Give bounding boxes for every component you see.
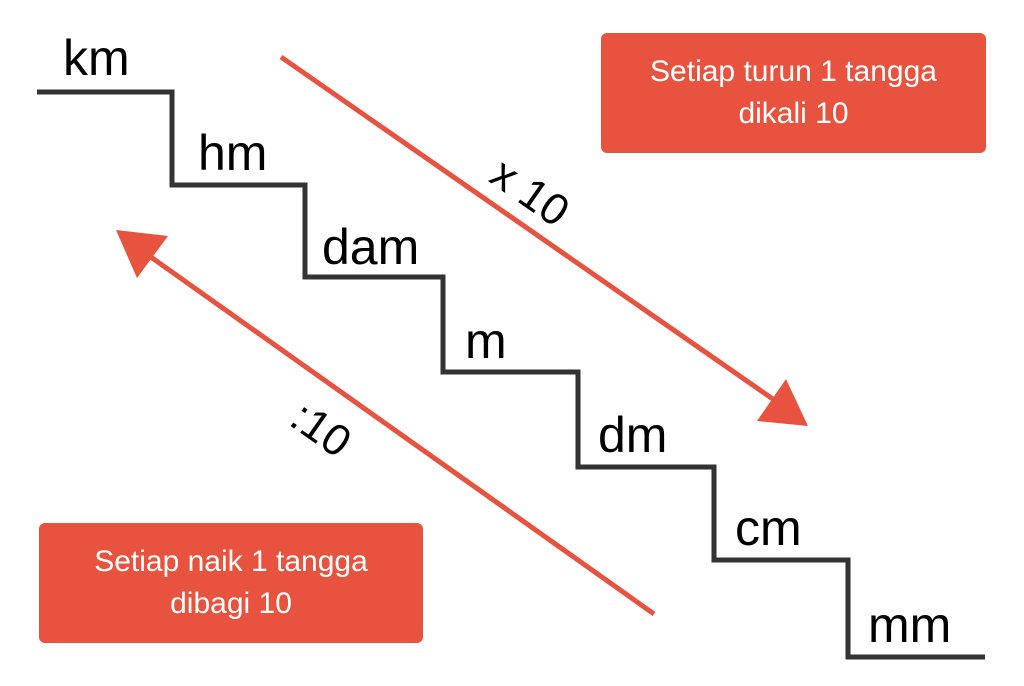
rule-down-line1: Setiap turun 1 tangga — [650, 55, 937, 88]
unit-m: m — [465, 313, 507, 369]
multiply-arrow-line — [279, 54, 782, 407]
unit-cm: cm — [735, 500, 802, 556]
unit-km: km — [63, 30, 130, 86]
staircase — [37, 89, 985, 660]
multiply-arrowhead — [757, 379, 808, 426]
divide-arrow-line — [146, 252, 656, 617]
rule-box-up: Setiap naik 1 tangga dibagi 10 — [39, 523, 423, 643]
rule-down-line2: dikali 10 — [738, 97, 849, 130]
unit-dm: dm — [598, 407, 668, 463]
divide-arrowhead — [116, 230, 168, 278]
unit-mm: mm — [868, 597, 952, 653]
rule-up-line1: Setiap naik 1 tangga — [94, 545, 368, 578]
unit-hm: hm — [198, 125, 268, 181]
unit-dam: dam — [322, 219, 420, 275]
rule-box-down: Setiap turun 1 tangga dikali 10 — [601, 33, 986, 153]
rule-up-line2: dibagi 10 — [170, 587, 292, 620]
